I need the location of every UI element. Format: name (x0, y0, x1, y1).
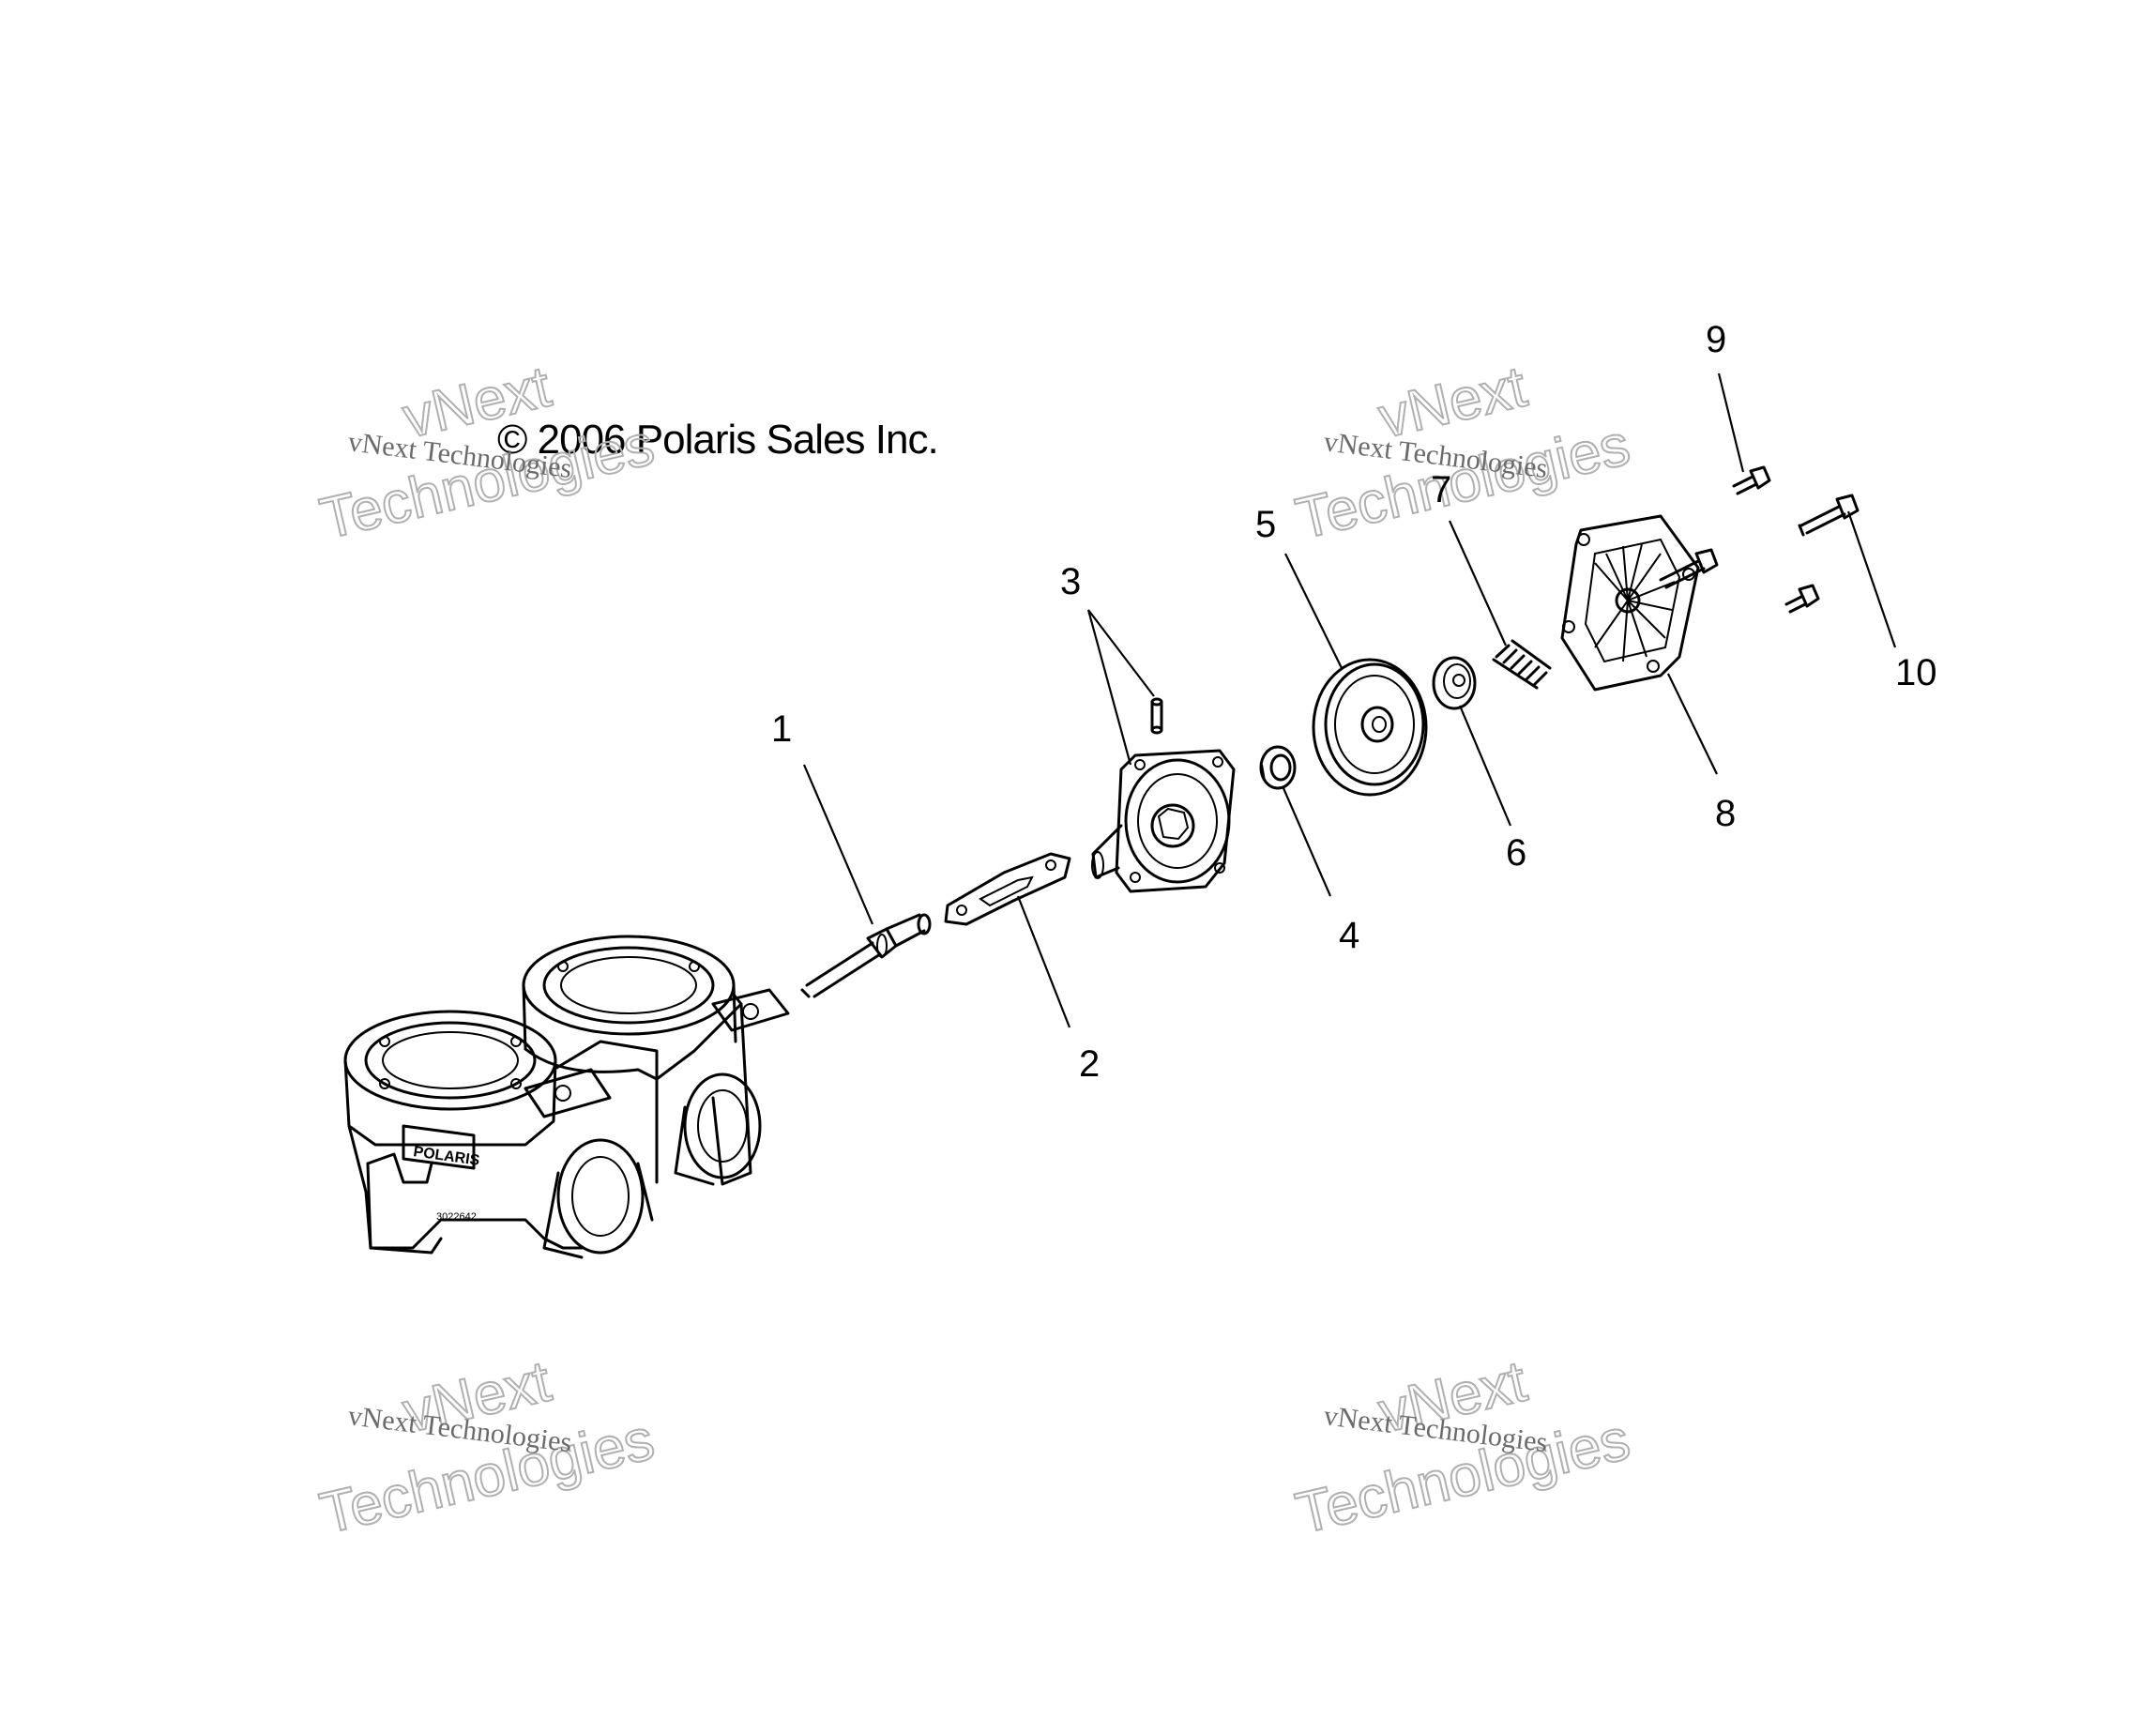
leader-3a (1087, 609, 1155, 697)
callout-1: 1 (771, 708, 792, 750)
callout-3: 3 (1060, 561, 1081, 602)
leader-1 (802, 764, 874, 925)
callout-7: 7 (1431, 469, 1451, 510)
leader-2 (1016, 895, 1071, 1028)
callout-2: 2 (1079, 1043, 1100, 1085)
part-10-bolt-lower (1659, 548, 1719, 589)
cylinder-part-number: 3022642 (436, 1211, 477, 1223)
callout-4: 4 (1339, 915, 1359, 956)
part-1-pump-shaft (800, 913, 932, 998)
leader-6 (1458, 705, 1512, 827)
part-6-impeller-nut (1432, 656, 1477, 710)
leader-4 (1282, 787, 1332, 897)
part-7-spring (1492, 639, 1552, 690)
leader-10 (1846, 510, 1897, 648)
part-10-bolt-upper (1798, 494, 1860, 537)
callout-5: 5 (1255, 504, 1276, 545)
leader-8 (1667, 673, 1718, 775)
callout-9: 9 (1706, 319, 1726, 360)
callout-10: 10 (1895, 652, 1937, 693)
part-2-gasket (944, 852, 1071, 926)
leader-7 (1448, 520, 1508, 646)
part-8-pump-cover (1560, 514, 1700, 692)
copyright-text: © 2006 Polaris Sales Inc. (497, 417, 939, 463)
leader-5 (1284, 553, 1343, 669)
part-4-seal (1259, 745, 1297, 790)
part-5-impeller (1312, 658, 1428, 797)
part-3-pump-housing (1091, 749, 1236, 893)
cylinder-block: POLARIS 3022642 (343, 935, 790, 1259)
part-3-dowel-pin (1150, 697, 1163, 735)
part-9-screw-lower (1784, 584, 1820, 614)
callout-numbers: 1 2 3 4 5 6 7 8 9 10 (771, 319, 1937, 1085)
part-9-screw-upper (1732, 465, 1771, 495)
leader-9 (1717, 373, 1745, 473)
leader-3b (1086, 609, 1132, 766)
callout-6: 6 (1506, 832, 1526, 874)
leader-lines (802, 373, 1897, 1028)
callout-8: 8 (1715, 793, 1736, 834)
